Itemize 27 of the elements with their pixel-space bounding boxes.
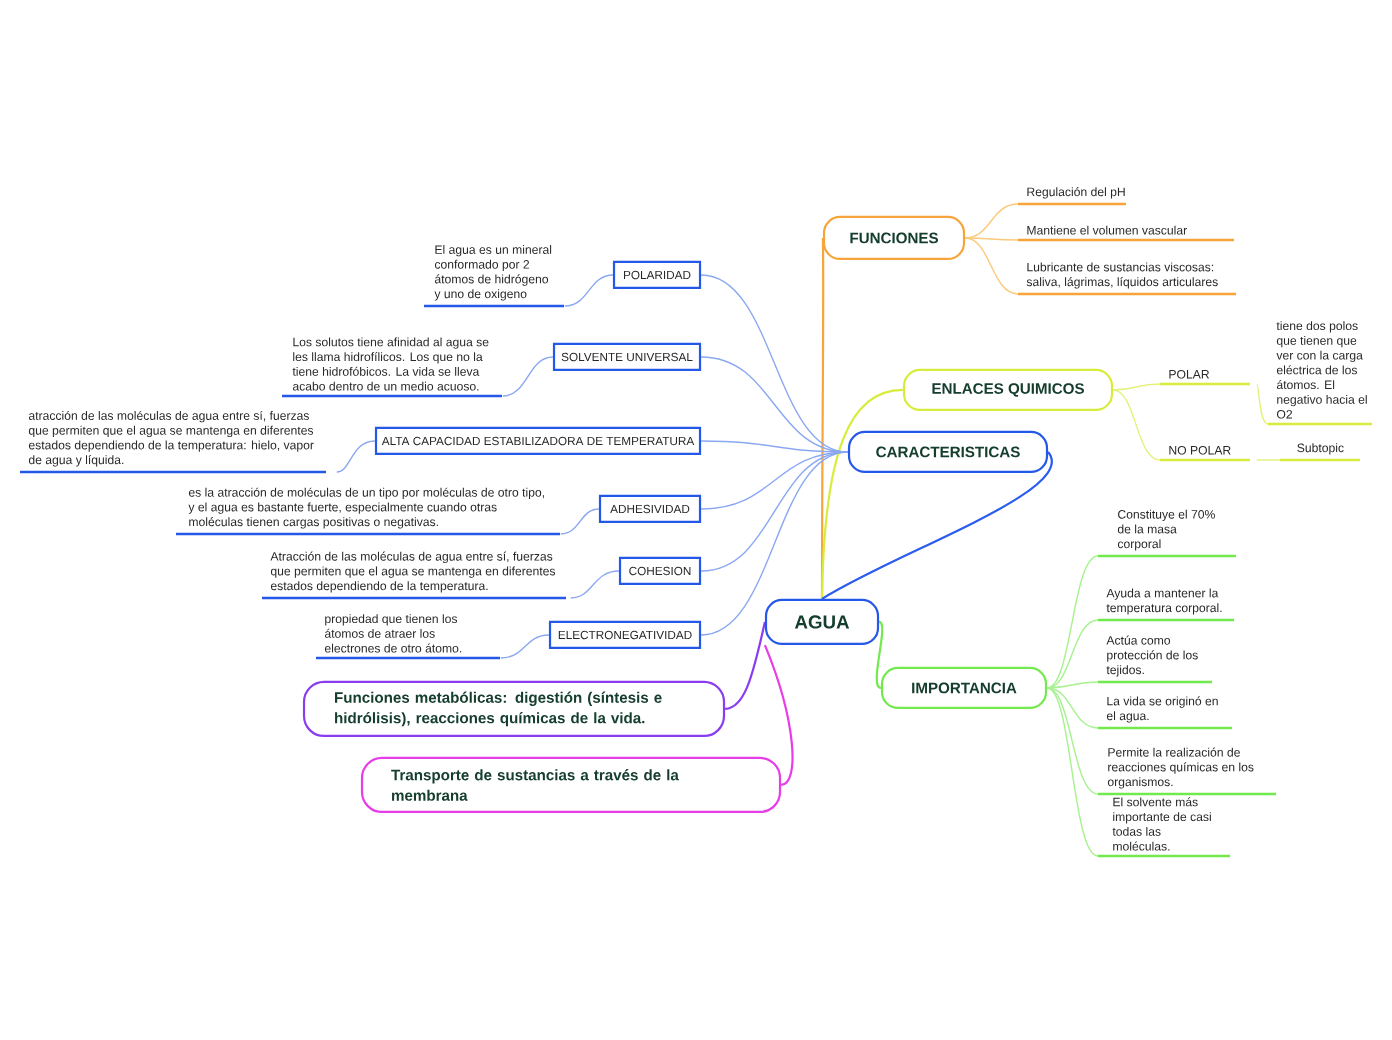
connector-line [560, 508, 600, 535]
connector-line [1046, 681, 1099, 689]
connector-line [724, 621, 766, 711]
connector-line [1256, 383, 1269, 425]
connector-line [570, 570, 620, 599]
connector-line [875, 621, 884, 689]
connector-line [564, 274, 614, 307]
connector-line [1112, 383, 1161, 391]
connector-line [502, 356, 554, 397]
connector-line [1112, 389, 1161, 461]
connector-line [964, 237, 1019, 241]
connector-line [500, 634, 550, 659]
connector-line [1046, 687, 1099, 795]
connector-line [1256, 459, 1281, 461]
connector-line [700, 451, 849, 636]
connector-line [336, 440, 376, 473]
central-topic-box: AGUA [764, 598, 880, 646]
connector-line [820, 388, 904, 599]
connector-line [700, 440, 849, 453]
connector-line [700, 451, 849, 572]
connector-line [964, 237, 1019, 295]
connector-line [821, 451, 1053, 600]
connector-line [1046, 687, 1099, 729]
connector-line [1046, 619, 1099, 689]
connector-line [763, 644, 794, 786]
connector-line [1046, 555, 1099, 689]
connector-line [1046, 687, 1099, 857]
